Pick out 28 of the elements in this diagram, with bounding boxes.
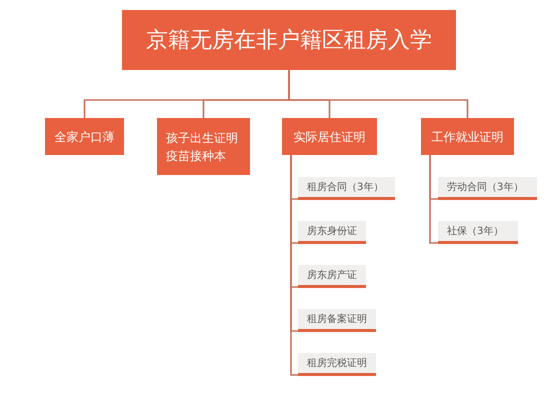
item-label: 房东身份证 [307,224,357,238]
connector-line [429,155,438,244]
item-label: 租房备案证明 [307,312,367,326]
category-box [421,118,514,155]
title-text: 京籍无房在非户籍区租房入学 [146,26,432,54]
category-box [282,118,377,155]
item-label: 工作就业证明 [432,128,504,146]
item-label: 劳动合同（3年） [447,180,524,194]
item-label: 全家户口薄 [54,128,114,146]
item-label: 疫苗接种本 [166,148,226,164]
item-box [298,221,366,244]
item-label: 实际居住证明 [294,128,366,146]
connector-line [290,155,298,376]
title-box [122,10,456,70]
item-label: 孩子出生证明 [166,130,238,146]
item-box [298,265,366,288]
category-box [157,118,250,175]
connector-line [288,70,468,118]
item-box [298,309,376,332]
category-box [45,118,124,155]
item-box [298,353,376,376]
item-box [438,221,518,244]
item-box [298,177,395,200]
item-label: 房东房产证 [307,268,357,282]
item-label: 社保（3年） [447,224,504,238]
item-box [438,177,537,200]
item-label: 租房完税证明 [307,356,367,370]
item-label: 租房合同（3年） [307,180,384,194]
